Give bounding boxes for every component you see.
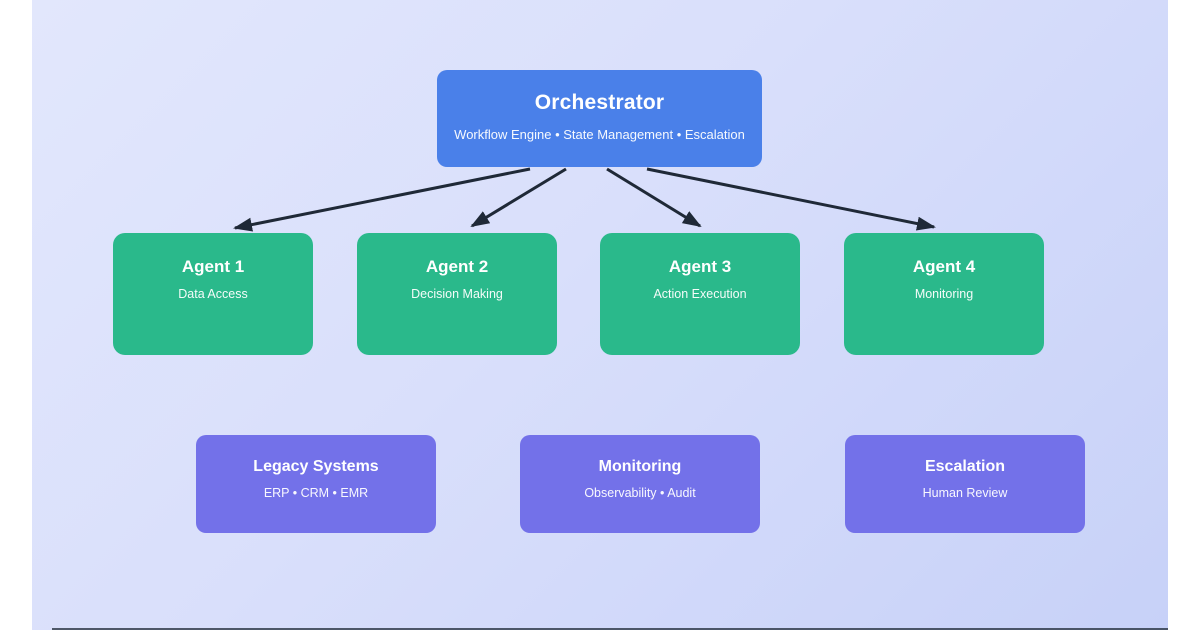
arrow-orchestrator-to-agent-2	[470, 167, 567, 228]
orchestrator-subtitle: Workflow Engine • State Management • Esc…	[454, 127, 745, 142]
arrow-orchestrator-to-agent-4	[646, 167, 936, 231]
agent-2-title: Agent 2	[425, 257, 489, 276]
agent-4-subtitle: Monitoring	[914, 287, 974, 301]
agent-3-title: Agent 3	[668, 257, 732, 276]
orchestrator-title: Orchestrator	[534, 91, 665, 114]
escalation-title: Escalation	[924, 458, 1006, 475]
legacy-systems-title: Legacy Systems	[253, 458, 379, 475]
bottom-edge-line	[52, 628, 1168, 630]
node-legacy-systems: Legacy Systems ERP • CRM • EMR	[196, 435, 436, 533]
node-orchestrator: Orchestrator Workflow Engine • State Man…	[437, 70, 762, 167]
arrow-orchestrator-to-agent-1	[233, 167, 531, 232]
agent-1-title: Agent 1	[181, 257, 245, 276]
monitoring-subtitle: Observability • Audit	[584, 486, 696, 500]
node-agent-1: Agent 1 Data Access	[113, 233, 313, 355]
agent-3-subtitle: Action Execution	[653, 287, 747, 301]
escalation-subtitle: Human Review	[922, 486, 1008, 500]
node-monitoring: Monitoring Observability • Audit	[520, 435, 760, 533]
node-escalation: Escalation Human Review	[845, 435, 1085, 533]
monitoring-title: Monitoring	[598, 458, 682, 475]
agent-1-subtitle: Data Access	[178, 287, 248, 301]
agent-2-subtitle: Decision Making	[411, 287, 503, 301]
legacy-systems-subtitle: ERP • CRM • EMR	[263, 486, 369, 500]
node-agent-3: Agent 3 Action Execution	[600, 233, 800, 355]
agent-4-title: Agent 4	[912, 257, 976, 276]
arrow-orchestrator-to-agent-3	[606, 167, 702, 228]
diagram-canvas: Orchestrator Workflow Engine • State Man…	[32, 0, 1168, 630]
node-agent-4: Agent 4 Monitoring	[844, 233, 1044, 355]
node-agent-2: Agent 2 Decision Making	[357, 233, 557, 355]
